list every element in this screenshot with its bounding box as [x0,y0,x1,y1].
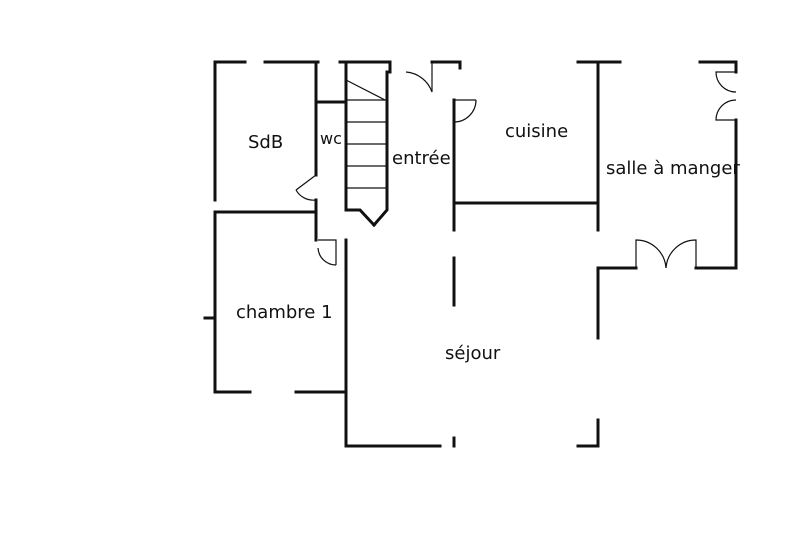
room-label-sdb: SdB [248,132,283,153]
room-label-wc: wc [320,129,342,148]
room-label-salle-a-manger: salle à manger [606,158,740,179]
doors [295,62,737,269]
walls [203,60,738,448]
room-label-entree: entrée [392,148,451,169]
room-label-sejour: séjour [445,343,501,364]
room-label-cuisine: cuisine [505,121,568,142]
room-label-chambre-1: chambre 1 [236,302,333,323]
staircase [345,79,387,189]
